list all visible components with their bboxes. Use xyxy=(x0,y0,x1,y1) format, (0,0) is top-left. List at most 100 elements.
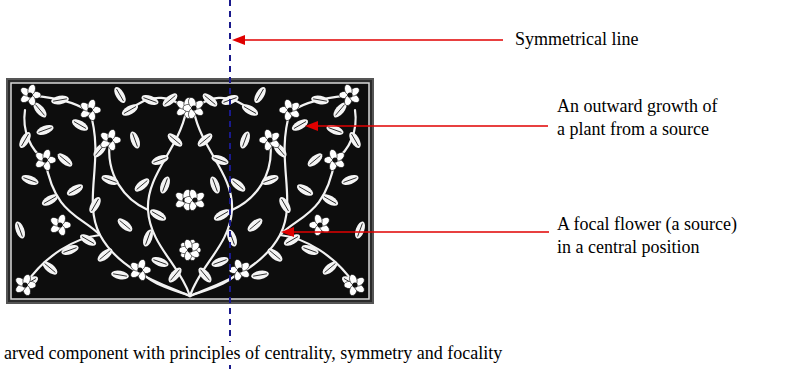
leaf-vein xyxy=(82,237,94,244)
leaf-vein xyxy=(124,107,136,114)
leaf-vein xyxy=(170,136,181,145)
leaf-vein xyxy=(74,122,86,129)
flower-center xyxy=(22,282,27,287)
leaf-vein xyxy=(152,212,164,219)
leaf xyxy=(140,93,160,107)
flower-center xyxy=(42,157,47,162)
flower xyxy=(79,98,101,121)
flower-center xyxy=(107,137,112,142)
leaf-vein xyxy=(153,260,166,265)
leaf-blade xyxy=(40,192,60,208)
flower xyxy=(19,83,41,106)
leaf-vein xyxy=(113,274,127,276)
callout-label: A focal flower (a source) in a central p… xyxy=(557,213,749,259)
figure-caption: arved component with principles of centr… xyxy=(2,342,504,365)
vine-stem xyxy=(140,270,190,296)
leaf xyxy=(150,153,170,167)
floral-half xyxy=(13,83,201,296)
flower xyxy=(14,273,36,296)
leaf-vein xyxy=(133,133,138,146)
leaf-blade xyxy=(160,91,179,109)
leaf-vein xyxy=(100,251,111,260)
leaf-blade xyxy=(13,220,27,240)
leaf-blade xyxy=(95,246,114,264)
callout-label: An outward growth of a plant from a sour… xyxy=(557,95,723,141)
leaf xyxy=(110,269,129,280)
leaf xyxy=(100,173,120,187)
leaf xyxy=(132,176,151,194)
vine-stem xyxy=(148,112,190,296)
leaf-blade xyxy=(165,131,184,149)
leaf xyxy=(40,192,60,208)
leaf-vein xyxy=(22,134,29,146)
leaf-blade xyxy=(150,255,170,269)
leaf-vein xyxy=(45,264,56,273)
leaf-vein xyxy=(38,128,51,133)
leaf xyxy=(150,255,170,269)
leaf-blade xyxy=(35,123,55,137)
flower-center xyxy=(57,222,62,227)
panel-frame xyxy=(7,79,373,303)
vine-stem xyxy=(90,112,190,296)
leaf xyxy=(141,228,155,248)
flower-group xyxy=(14,83,201,296)
leaf xyxy=(115,216,134,234)
leaf xyxy=(13,220,27,240)
arrow-head xyxy=(232,35,245,45)
leaf xyxy=(55,151,74,169)
leaf-blade xyxy=(128,130,142,150)
leaf xyxy=(165,131,184,149)
leaf-vein xyxy=(103,178,116,183)
leaf-group xyxy=(13,85,185,290)
leaf-blade xyxy=(20,173,40,187)
leaf xyxy=(50,94,69,105)
leaf-vein xyxy=(44,197,56,204)
leaf-blade xyxy=(100,173,120,187)
leaf-vein xyxy=(92,199,99,211)
leaf-vein xyxy=(120,221,131,230)
leaf-vein xyxy=(23,178,36,183)
leaf-blade xyxy=(110,269,129,280)
flower xyxy=(49,213,71,236)
flower xyxy=(34,148,56,171)
flower-center xyxy=(137,267,142,272)
leaf-blade xyxy=(40,259,59,277)
leader-arrows xyxy=(232,35,549,237)
leaf-blade xyxy=(158,175,172,195)
leaf-blade xyxy=(140,93,160,107)
leaf-blade xyxy=(148,207,168,223)
leaf-vein xyxy=(36,105,45,116)
leaf-vein xyxy=(117,89,124,101)
leaf xyxy=(158,175,172,195)
leaf xyxy=(95,246,114,264)
leaf-blade xyxy=(141,228,155,248)
vine-stems xyxy=(24,95,190,296)
arrow-head xyxy=(305,121,318,131)
leaf xyxy=(60,243,80,257)
leaf-blade xyxy=(132,176,151,194)
leaf-blade xyxy=(120,102,140,118)
leaf-blade xyxy=(166,265,184,284)
leaf-blade xyxy=(115,216,134,234)
leaf-blade xyxy=(50,94,69,105)
leaf xyxy=(112,85,128,105)
leaf-blade xyxy=(112,85,128,105)
leaf-vein xyxy=(69,187,81,194)
flower xyxy=(99,128,121,151)
leader-line xyxy=(313,125,548,127)
leaf-blade xyxy=(70,117,90,133)
leaf-blade xyxy=(60,243,80,257)
leaf-vein xyxy=(137,181,148,190)
leaf-vein xyxy=(60,156,71,165)
leaf xyxy=(148,207,168,223)
carved-panel xyxy=(11,83,369,299)
leaf-vein xyxy=(165,96,176,105)
leaf-vein xyxy=(171,270,180,281)
arrow-head xyxy=(281,227,294,237)
leaf-blade xyxy=(55,151,74,169)
symmetry-line xyxy=(229,0,231,374)
leaf-vein xyxy=(153,158,166,163)
leaf-vein xyxy=(53,99,67,101)
